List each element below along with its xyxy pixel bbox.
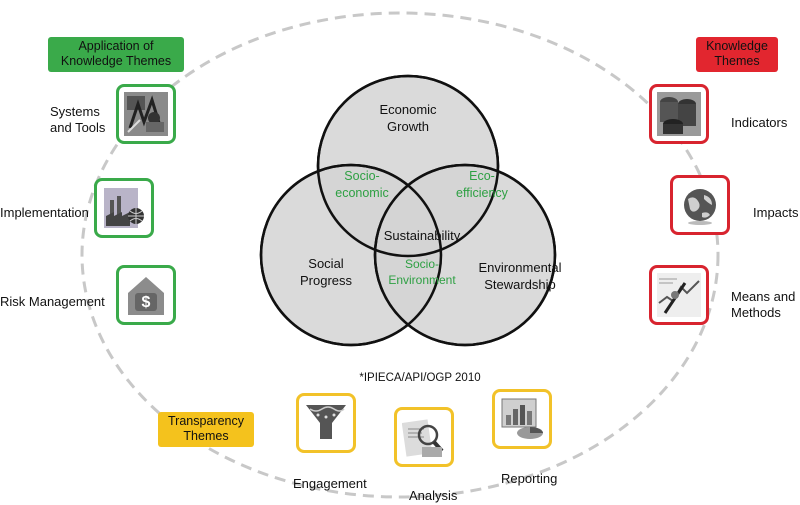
source-note: *IPIECA/API/OGP 2010 bbox=[359, 372, 480, 384]
implementation-box bbox=[94, 178, 154, 238]
dashed-ring bbox=[80, 11, 720, 499]
tools-collage-icon bbox=[124, 92, 168, 136]
means-methods-box bbox=[649, 265, 709, 325]
oil-barrels-icon bbox=[657, 92, 701, 136]
application-themes-line2: Knowledge Themes bbox=[60, 54, 172, 68]
sustainability-label: Sustainability bbox=[384, 228, 461, 243]
socio-economic-label: Socio-economic bbox=[335, 169, 389, 200]
risk-management-label: Risk Management bbox=[0, 294, 105, 309]
impacts-box bbox=[670, 175, 730, 235]
socio-environment-label: Socio-Environment bbox=[388, 257, 456, 287]
systems-tools-box bbox=[116, 84, 176, 144]
analysis-box bbox=[394, 407, 454, 467]
reporting-box bbox=[492, 389, 552, 449]
magnifier-docs-icon bbox=[402, 415, 446, 459]
factory-globe-icon bbox=[104, 188, 144, 228]
knowledge-themes-header: Knowledge Themes bbox=[696, 37, 778, 72]
chart-pen-icon bbox=[657, 273, 701, 317]
knowledge-themes-line1: Knowledge bbox=[706, 39, 768, 53]
risk-management-box: $ bbox=[116, 265, 176, 325]
analysis-label: Analysis bbox=[409, 488, 458, 503]
funnel-icon bbox=[304, 401, 348, 445]
engagement-label: Engagement bbox=[293, 476, 367, 491]
implementation-label: Implementation bbox=[0, 205, 89, 220]
svg-text:$: $ bbox=[142, 294, 151, 311]
application-themes-line1: Application of bbox=[78, 39, 154, 53]
bar-pie-chart-icon bbox=[500, 397, 544, 441]
transparency-themes-line2: Themes bbox=[183, 429, 229, 443]
systems-tools-label: Systems and Tools bbox=[50, 104, 106, 135]
transparency-themes-line1: Transparency bbox=[168, 414, 244, 428]
house-dollar-icon: $ bbox=[128, 277, 164, 315]
indicators-label: Indicators bbox=[731, 115, 788, 130]
globe-icon bbox=[684, 189, 716, 225]
application-themes-header: Application of Knowledge Themes bbox=[48, 37, 184, 72]
means-methods-label: Means and Methods bbox=[731, 289, 796, 320]
knowledge-themes-line2: Themes bbox=[714, 54, 760, 68]
eco-efficiency-label: Eco-efficiency bbox=[456, 169, 509, 200]
engagement-box bbox=[296, 393, 356, 453]
reporting-label: Reporting bbox=[501, 471, 558, 486]
transparency-themes-header: Transparency Themes bbox=[158, 412, 254, 447]
indicators-box bbox=[649, 84, 709, 144]
impacts-label: Impacts bbox=[753, 205, 799, 220]
